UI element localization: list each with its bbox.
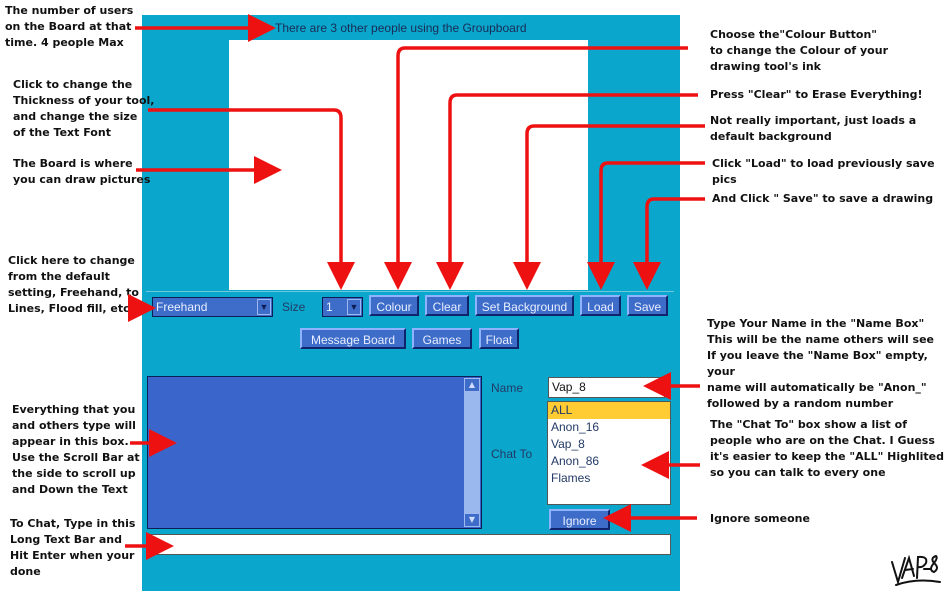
drawing-mode-select[interactable]: Freehand ▼: [152, 297, 273, 317]
drawing-mode-value: Freehand: [156, 300, 208, 314]
set-background-button[interactable]: Set Background: [475, 295, 574, 316]
size-value: 1: [326, 300, 333, 314]
user-list-item[interactable]: Vap_8: [551, 437, 585, 451]
arrow-clear: [436, 93, 698, 290]
save-button[interactable]: Save: [627, 295, 668, 316]
note-load: Click "Load" to load previously save pic…: [712, 157, 935, 186]
user-list-item[interactable]: ALL: [548, 402, 670, 419]
note-chat-area: Everything that you and others type will…: [12, 403, 140, 496]
chat-to-label: Chat To: [491, 447, 533, 461]
note-name-box: Type Your Name in the "Name Box" This wi…: [707, 317, 935, 410]
arrow-save: [633, 197, 705, 290]
user-count-status: There are 3 other people using the Group…: [275, 21, 527, 35]
chevron-down-icon[interactable]: ▼: [347, 299, 361, 315]
arrow-background: [513, 124, 705, 290]
chevron-down-icon[interactable]: ▼: [257, 299, 271, 315]
float-button[interactable]: Float: [479, 328, 519, 349]
colour-button[interactable]: Colour: [369, 295, 419, 316]
user-list-item[interactable]: Flames: [551, 471, 591, 485]
name-input[interactable]: Vap_8: [548, 377, 665, 398]
games-button[interactable]: Games: [412, 328, 472, 349]
name-label: Name: [491, 381, 524, 395]
scroll-up-icon[interactable]: ▲: [464, 378, 480, 392]
user-list-item[interactable]: Anon_16: [551, 420, 600, 434]
note-thickness: Click to change the Thickness of your to…: [13, 78, 155, 139]
note-clear: Press "Clear" to Erase Everything!: [710, 88, 923, 101]
vap8-signature-logo: [891, 554, 941, 586]
note-ignore: Ignore someone: [710, 512, 810, 525]
arrow-load: [587, 161, 705, 290]
note-chat-input: To Chat, Type in this Long Text Bar and …: [10, 517, 136, 578]
toolbar: [146, 291, 674, 323]
clear-button[interactable]: Clear: [425, 295, 469, 316]
chat-scrollbar[interactable]: ▲ ▼: [464, 378, 480, 527]
arrow-thickness: [148, 108, 355, 290]
user-list-item[interactable]: Anon_86: [551, 454, 600, 468]
note-chat-to: The "Chat To" box show a list of people …: [710, 418, 944, 479]
chat-display[interactable]: ▲ ▼: [147, 376, 482, 529]
note-background: Not really important, just loads a defau…: [710, 114, 917, 143]
load-button[interactable]: Load: [580, 295, 621, 316]
message-board-button[interactable]: Message Board: [300, 328, 406, 349]
ignore-button[interactable]: Ignore: [549, 509, 610, 530]
note-users-count: The number of users on the Board at that…: [5, 4, 134, 49]
size-select[interactable]: 1 ▼: [322, 297, 363, 317]
note-board: The Board is where you can draw pictures: [13, 157, 151, 186]
scroll-down-icon[interactable]: ▼: [464, 513, 480, 527]
note-colour: Choose the"Colour Button" to change the …: [710, 28, 888, 73]
arrow-colour: [384, 46, 688, 290]
size-label: Size: [282, 300, 306, 314]
note-save: And Click " Save" to save a drawing: [712, 192, 934, 205]
